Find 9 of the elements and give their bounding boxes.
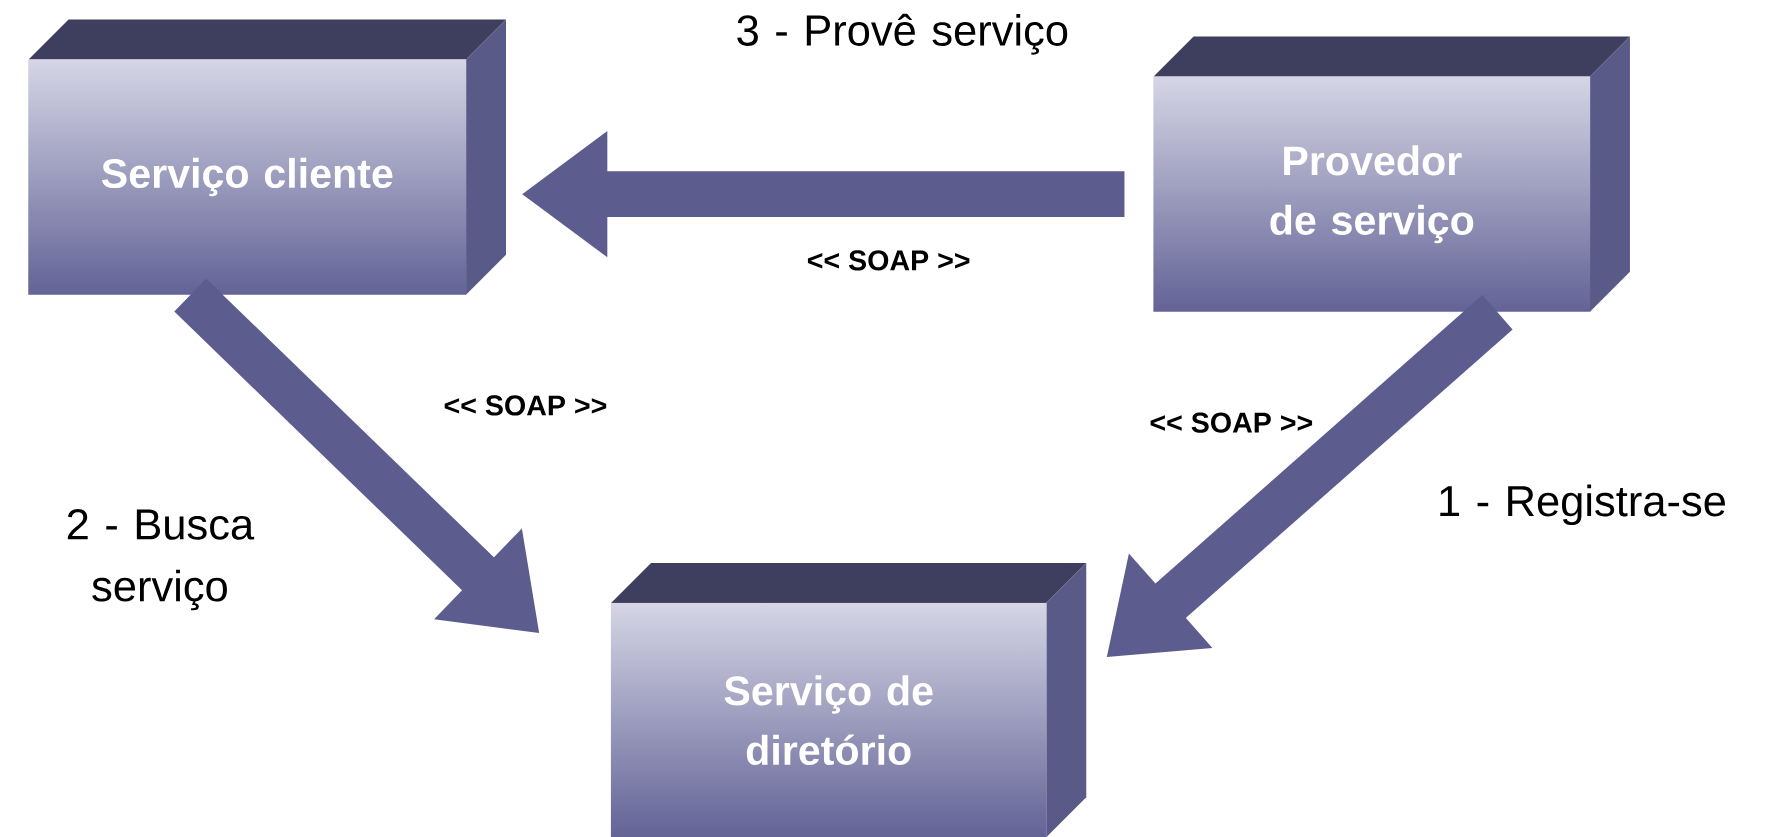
step-label: 1 - Registra-se — [1440, 484, 1725, 525]
step-label: 3 - Provê serviço — [737, 13, 1068, 55]
edge-label: << SOAP >> — [442, 394, 609, 417]
edge-label: << SOAP >> — [1148, 411, 1315, 434]
box-3d: Serviço de diretório — [610, 563, 1087, 837]
edge-label: << SOAP >> — [805, 249, 972, 272]
box-3d: Provedor de serviço — [1153, 36, 1630, 312]
box-3d: Serviço cliente — [28, 19, 506, 295]
step-label: 2 - Busca serviço — [67, 508, 255, 611]
